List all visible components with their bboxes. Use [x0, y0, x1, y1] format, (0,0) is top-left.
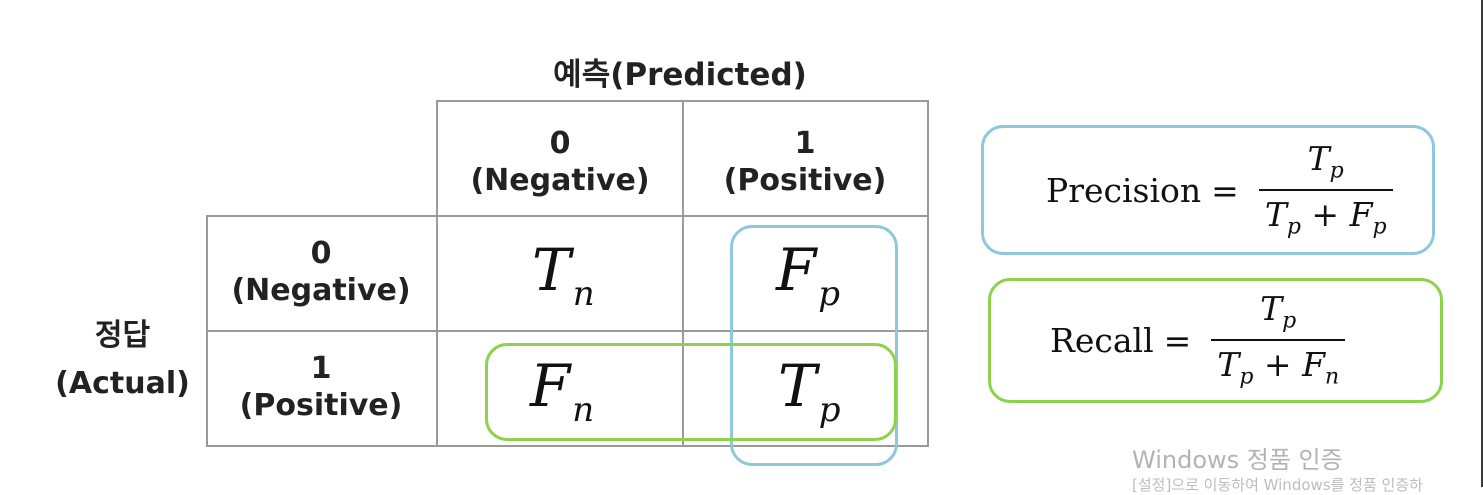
equals-sign: =: [1211, 170, 1239, 210]
grid-line: [682, 100, 684, 447]
grid-line: [927, 100, 929, 447]
row-header-value: 0: [310, 235, 332, 271]
cell-true-positive: Tp: [778, 352, 841, 431]
recall-row-highlight: [485, 343, 897, 441]
row-header-positive: 1 (Positive): [201, 337, 441, 437]
column-header-negative: 0 (Negative): [440, 112, 680, 212]
window-edge: [1481, 0, 1483, 487]
fraction-numerator: Tp: [1260, 288, 1297, 334]
actual-axis-title-korean: 정답: [94, 318, 151, 353]
precision-label: Precision: [1046, 170, 1202, 210]
column-header-value: 1: [794, 125, 816, 161]
column-header-label: (Negative): [470, 163, 650, 198]
column-header-positive: 1 (Positive): [685, 112, 925, 212]
recall-label: Recall: [1050, 320, 1154, 360]
grid-line: [206, 215, 208, 447]
row-header-value: 1: [310, 350, 332, 386]
windows-activation-hint: [설정]으로 이동하여 Windows를 정품 인증하: [1132, 476, 1423, 494]
row-header-label: (Positive): [239, 388, 403, 423]
grid-line: [206, 445, 929, 447]
windows-activation-watermark: Windows 정품 인증: [1132, 446, 1343, 474]
recall-fraction: Tp Tp + Fn: [1211, 288, 1346, 391]
fraction-bar: [1211, 339, 1346, 341]
fraction-bar: [1258, 189, 1393, 191]
predicted-axis-title: 예측(Predicted): [553, 57, 807, 93]
precision-fraction: Tp Tp + Fp: [1258, 138, 1393, 241]
actual-axis-title-english: (Actual): [55, 366, 190, 401]
grid-line: [436, 100, 438, 447]
equals-sign: =: [1163, 320, 1192, 360]
recall-formula-box: [988, 278, 1443, 403]
precision-formula-box: [981, 125, 1435, 255]
recall-formula: Recall = Tp Tp + Fn: [1050, 288, 1346, 392]
grid-line: [206, 215, 929, 217]
cell-false-positive: Fp: [776, 236, 841, 315]
cell-true-negative: Tn: [532, 236, 595, 315]
precision-formula: Precision = Tp Tp + Fp: [1046, 138, 1393, 242]
column-header-label: (Positive): [723, 163, 887, 198]
cell-false-negative: Fn: [530, 352, 595, 431]
row-header-label: (Negative): [231, 273, 411, 308]
grid-line: [206, 330, 929, 332]
row-header-negative: 0 (Negative): [201, 222, 441, 322]
fraction-denominator: Tp + Fn: [1217, 345, 1340, 390]
fraction-denominator: Tp + Fp: [1264, 195, 1387, 240]
fraction-numerator: Tp: [1307, 138, 1344, 184]
actual-axis-title: 정답 (Actual): [40, 312, 205, 408]
column-header-value: 0: [549, 125, 571, 161]
